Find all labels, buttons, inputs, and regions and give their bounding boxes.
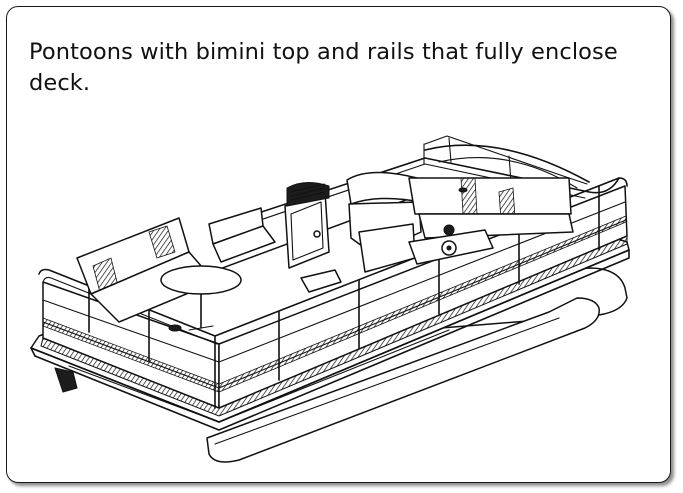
figure-caption: Pontoons with bimini top and rails that … (29, 39, 618, 96)
helm-footrest (300, 269, 342, 293)
captain-chair (346, 171, 422, 205)
far-rail (218, 157, 620, 227)
figure-card: Pontoons with bimini top and rails that … (6, 6, 671, 483)
bimini-top-frame (424, 144, 590, 183)
pontoon-boat-drawing (30, 135, 630, 463)
fence-stripe-side (42, 317, 220, 393)
sofa-stripe-2 (148, 225, 176, 259)
engine-motor (54, 367, 78, 393)
rear-lounge-seat (408, 177, 572, 215)
deck-table (160, 265, 242, 295)
seat-stripe (460, 177, 478, 215)
pontoon-boat-illustration (29, 122, 654, 472)
